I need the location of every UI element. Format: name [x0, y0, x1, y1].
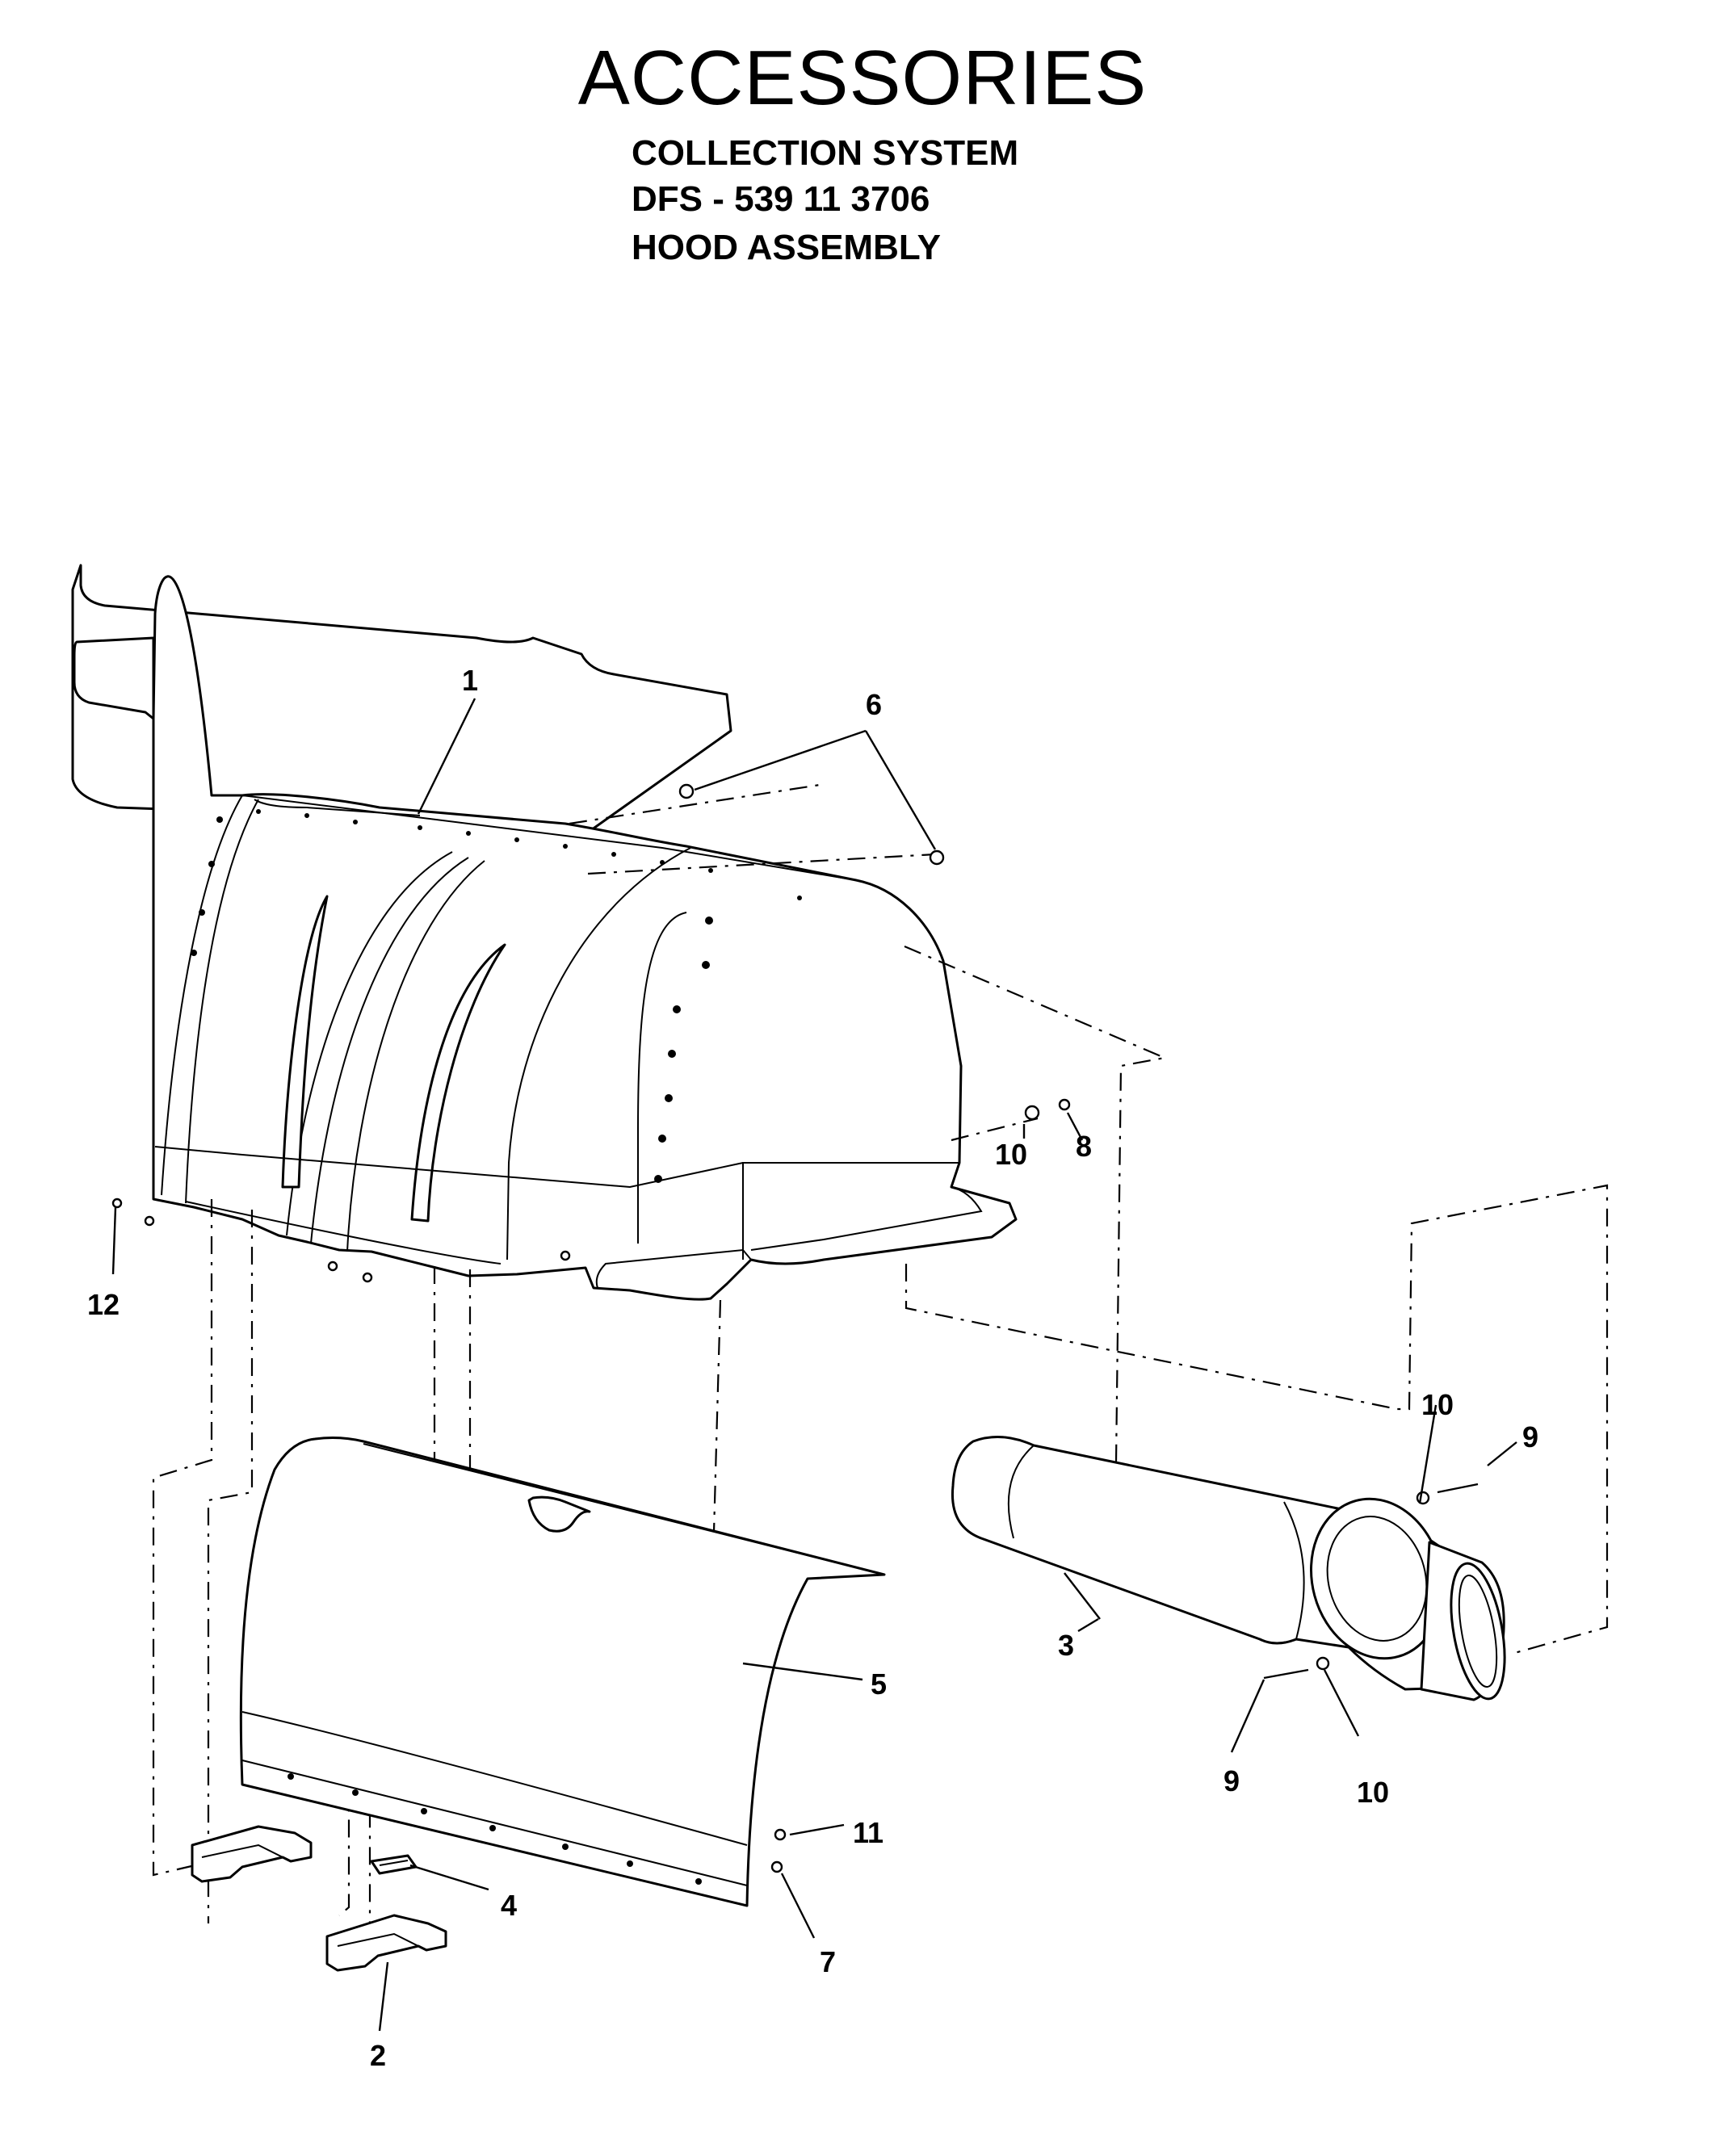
hood-top-hole — [304, 813, 309, 818]
hood-top-hole — [353, 820, 358, 824]
hood-right-dome — [506, 847, 691, 1260]
leader-lines — [111, 698, 1517, 2032]
hood-shell-outline — [152, 575, 1018, 1301]
hood-top-hole — [660, 860, 665, 865]
callout-10c: 10 — [1357, 1776, 1389, 1809]
hood-top-hole — [611, 852, 616, 857]
page-title: ACCESSORIES — [577, 35, 1148, 121]
hood-left-hole — [216, 816, 223, 823]
callout-5: 5 — [871, 1667, 887, 1701]
hood-bottom-band — [154, 1146, 744, 1189]
hood-top-hole — [466, 831, 471, 836]
hood-flange-top — [750, 1186, 983, 1251]
deflector-hole — [695, 1878, 702, 1885]
deflector-part-5 — [239, 1437, 886, 1907]
callout-4: 4 — [501, 1889, 517, 1922]
subtitle-hood-assembly: HOOD ASSEMBLY — [632, 228, 942, 267]
callout-12: 12 — [87, 1288, 120, 1321]
subtitle-collection-system: COLLECTION SYSTEM — [632, 133, 1019, 173]
hood-top-hole — [563, 844, 568, 849]
hood-left-hole — [208, 861, 215, 867]
hood-right-side — [637, 912, 687, 1244]
hood-scoop-1 — [281, 895, 329, 1189]
tube-part-3 — [951, 1436, 1506, 1701]
deflector-hole — [562, 1844, 569, 1850]
deflector-hole — [288, 1773, 294, 1780]
deflector-hole — [421, 1808, 427, 1814]
deflector-hole — [627, 1860, 633, 1867]
callout-11: 11 — [853, 1816, 883, 1849]
hood-left-hole — [199, 909, 205, 916]
hood-top-hole — [418, 825, 422, 830]
hood-left-shoulder-inner — [185, 799, 259, 1204]
callout-3: 3 — [1058, 1629, 1074, 1662]
plate-part-4 — [370, 1854, 418, 1875]
hood-top-hole — [256, 809, 261, 814]
hood-final — [73, 636, 155, 720]
bracket-part-2 — [191, 1825, 447, 1972]
hood-left-hole — [191, 950, 197, 956]
callout-9b: 9 — [1223, 1764, 1240, 1797]
hood-ridge-2 — [310, 857, 469, 1244]
hardware — [111, 783, 1479, 1873]
hood-scoop-2 — [410, 943, 506, 1223]
callout-6: 6 — [866, 688, 882, 721]
hood-top-hole — [797, 896, 802, 900]
callout-8: 8 — [1076, 1130, 1092, 1163]
hood-right-hole — [702, 961, 710, 969]
hood-shell-drawing — [152, 575, 1018, 1301]
hood-right-hole — [673, 1005, 681, 1013]
callout-labels: 1 6 10 8 12 10 9 3 5 9 10 11 4 7 2 — [87, 664, 1538, 2072]
hood-right-hole — [665, 1094, 673, 1102]
hood-top-hole — [708, 868, 713, 873]
deflector-hole — [489, 1825, 496, 1831]
hood-right-hole — [705, 917, 713, 925]
callout-10a: 10 — [995, 1138, 1027, 1171]
callout-10b: 10 — [1421, 1388, 1454, 1421]
hood-right-flange-rim — [595, 1248, 752, 1289]
subtitle-part-number: DFS - 539 11 3706 — [632, 179, 930, 219]
callout-1: 1 — [462, 664, 478, 697]
hood-right-hole — [654, 1175, 662, 1183]
hood-right-hole — [668, 1050, 676, 1058]
callout-2: 2 — [370, 2039, 386, 2072]
hood-right-hole — [658, 1135, 666, 1143]
callout-7: 7 — [820, 1945, 836, 1978]
hood-flange-edge — [185, 1201, 502, 1265]
hood-top-hole — [514, 837, 519, 842]
hood-ridge-3 — [346, 860, 485, 1252]
callout-9a: 9 — [1522, 1420, 1538, 1453]
deflector-hole — [352, 1789, 359, 1796]
